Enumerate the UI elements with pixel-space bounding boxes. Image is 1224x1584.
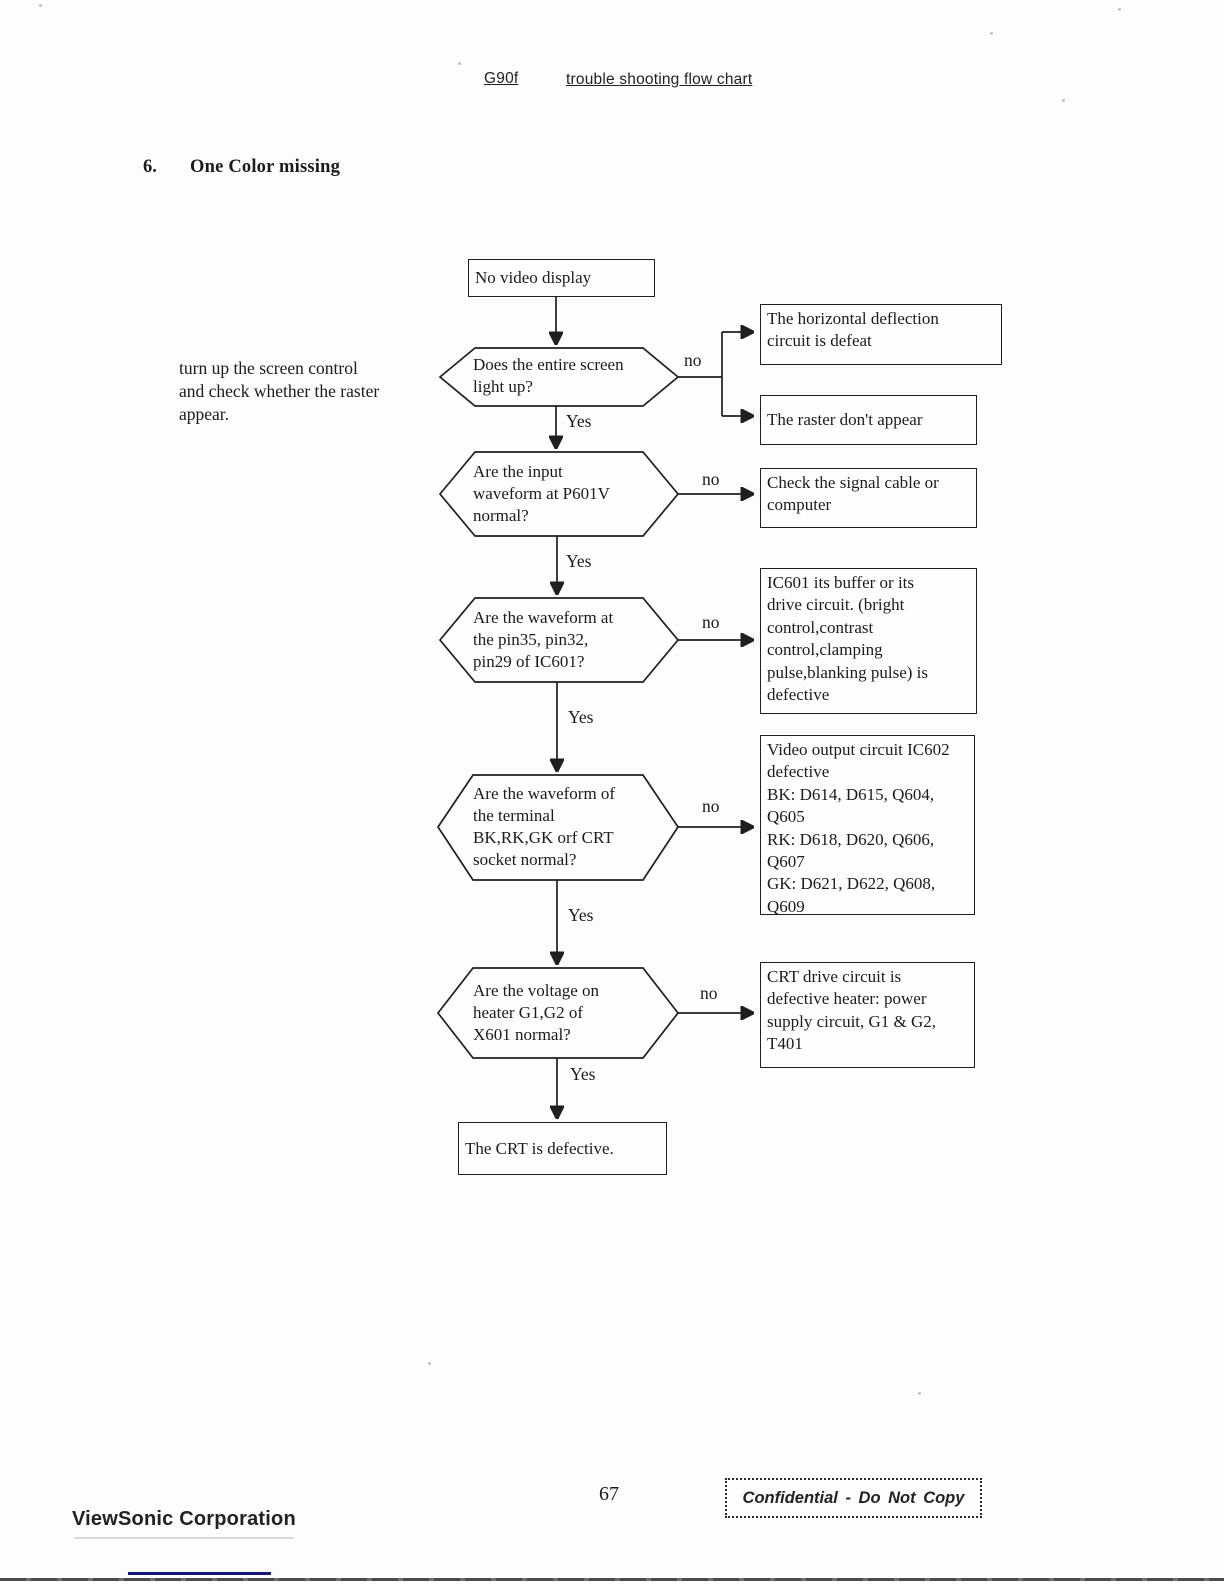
no-label-3: no xyxy=(702,612,720,632)
no-label-5: no xyxy=(700,983,718,1003)
scan-speck xyxy=(428,1362,431,1365)
decision-hexagon-q3 xyxy=(438,597,680,683)
decision-hexagon-q4 xyxy=(436,774,680,881)
no-label-4: no xyxy=(702,796,720,816)
flow-start-text: No video display xyxy=(475,268,592,288)
decision-hexagon-q1 xyxy=(438,347,680,407)
flow-end-text: The CRT is defective. xyxy=(465,1138,614,1158)
header-model: G90f xyxy=(484,70,519,87)
scan-speck xyxy=(918,1392,921,1395)
page-number: 67 xyxy=(599,1483,619,1505)
scan-speck xyxy=(1062,99,1065,102)
decision-hexagon-q2 xyxy=(438,451,680,537)
yes-label-2: Yes xyxy=(566,551,592,571)
confidential-stamp: Confidential - Do Not Copy xyxy=(725,1478,982,1518)
scan-speck xyxy=(458,62,461,65)
no-label-2: no xyxy=(702,469,720,489)
section-title: One Color missing xyxy=(190,157,341,177)
header-title: trouble shooting flow chart xyxy=(566,71,753,88)
page-bottom-scan-line xyxy=(0,1578,1224,1581)
section-number: 6. xyxy=(143,157,157,177)
decision-hexagon-q5 xyxy=(436,967,680,1059)
yes-label-3: Yes xyxy=(568,707,594,727)
flow-start-box: No video display xyxy=(468,259,655,297)
scan-speck xyxy=(39,4,42,7)
yes-label-1: Yes xyxy=(566,411,592,431)
scan-speck xyxy=(990,32,993,35)
yes-label-4: Yes xyxy=(568,905,594,925)
yes-label-5: Yes xyxy=(570,1064,596,1084)
footer-blue-line xyxy=(128,1572,271,1575)
scan-speck xyxy=(1118,8,1121,11)
q1-no-branch-line xyxy=(678,332,723,416)
company-name: ViewSonic Corporation xyxy=(72,1508,296,1530)
scan-smudge xyxy=(74,1537,294,1539)
confidential-stamp-text: Confidential - Do Not Copy xyxy=(742,1488,965,1507)
result-box-raster: The raster don't appear xyxy=(760,395,977,445)
flow-end-box: The CRT is defective. xyxy=(458,1122,667,1175)
result-text: The raster don't appear xyxy=(767,410,923,430)
no-label-1: no xyxy=(684,350,702,370)
